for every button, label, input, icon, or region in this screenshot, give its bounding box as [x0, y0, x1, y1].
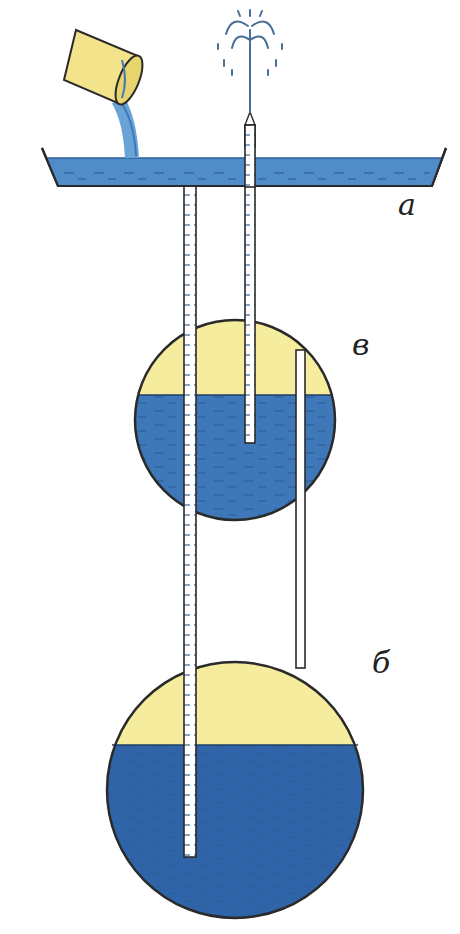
basin	[42, 125, 446, 187]
pouring-cup	[64, 30, 148, 158]
water-jet	[218, 10, 282, 112]
part-letter: а	[398, 190, 416, 220]
fountain-tube	[245, 112, 255, 443]
air-tube	[296, 350, 305, 668]
part-letter: б	[372, 648, 390, 678]
down-tube	[184, 185, 196, 857]
part-letter: в	[352, 330, 369, 360]
middle-vessel	[130, 320, 340, 525]
lower-vessel	[100, 662, 370, 925]
